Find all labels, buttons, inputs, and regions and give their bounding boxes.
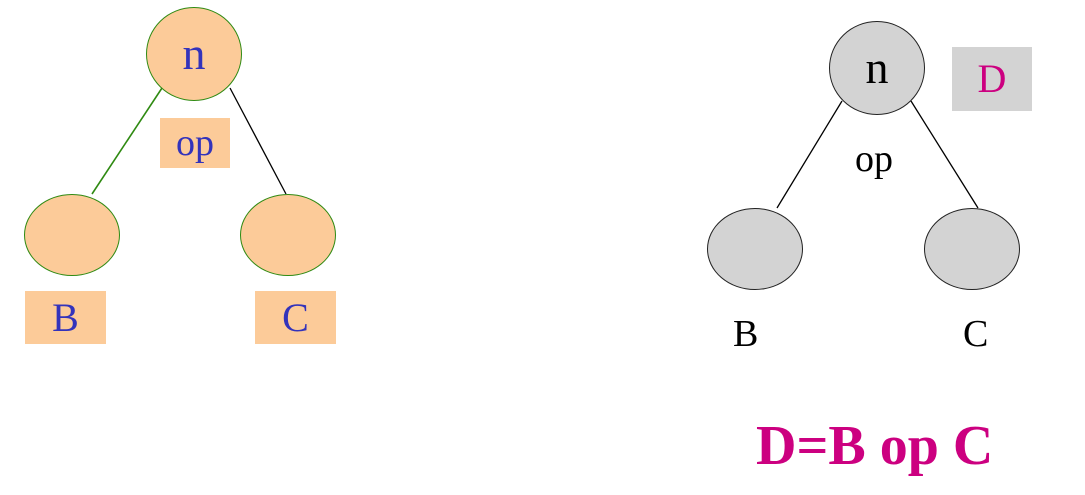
formula-text: D=B op C — [756, 415, 994, 477]
left-tree-left-child-node — [24, 194, 120, 276]
right-tree-left-child-node — [707, 208, 803, 290]
left-tree-root-label: n — [182, 28, 206, 79]
left-tree-root-node: n — [146, 7, 242, 101]
left-tree-op-label: op — [160, 118, 230, 168]
right-tree-root-node: n — [829, 21, 925, 115]
right-tree-edge-right — [910, 100, 979, 209]
left-tree-b-label: B — [25, 291, 106, 344]
left-tree-edge-right — [229, 87, 287, 195]
right-tree-result-d: D — [952, 47, 1032, 111]
right-tree-root-label: n — [865, 42, 889, 93]
right-tree-op-label: op — [855, 138, 893, 180]
right-tree-right-child-node — [924, 208, 1020, 290]
left-tree-edge-left — [91, 87, 163, 195]
right-tree-b-label: B — [733, 313, 759, 355]
right-tree-edge-left — [776, 100, 843, 209]
right-tree-c-label: C — [963, 313, 989, 355]
left-tree-right-child-node — [240, 194, 336, 276]
left-tree-c-label: C — [255, 291, 336, 344]
